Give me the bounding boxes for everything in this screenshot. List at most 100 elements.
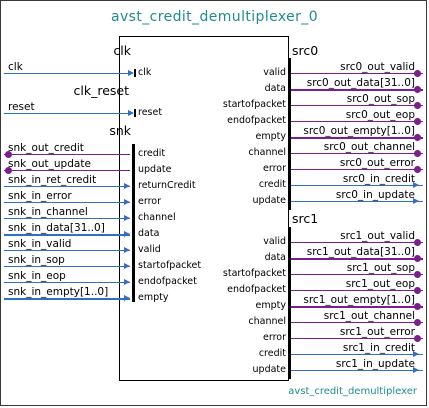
- interface-bus-src0: [288, 58, 291, 210]
- src1-pin-error: error: [263, 332, 286, 343]
- output-dot-icon: [414, 255, 421, 262]
- src1-wire-valid: [291, 242, 423, 243]
- src1-wire-endofpacket: [291, 290, 423, 291]
- arrow-icon: [124, 215, 130, 221]
- src1-wire-error: [291, 338, 423, 339]
- pin-returnCredit: returnCredit: [138, 180, 196, 191]
- src1-pin-empty: empty: [255, 300, 286, 311]
- pin-startofpacket: startofpacket: [138, 260, 202, 271]
- src1-ext-endofpacket: src1_out_eop: [345, 278, 415, 290]
- arrow-icon: [124, 183, 130, 189]
- wire-credit: [4, 154, 130, 155]
- src0-wire-empty: [291, 137, 423, 139]
- port-ext-error: snk_in_error: [8, 190, 72, 202]
- arrow-icon: [413, 351, 419, 357]
- src0-ext-empty: src0_out_empty[1..0]: [303, 125, 415, 137]
- port-ext-reset: reset: [8, 101, 35, 113]
- port-ext-empty: snk_in_empty[1..0]: [8, 286, 109, 298]
- pin-update: update: [138, 164, 172, 175]
- component-instance-title: avst_credit_demultiplexer_0: [110, 9, 319, 25]
- src0-ext-startofpacket: src0_out_sop: [346, 93, 415, 105]
- src1-pin-startofpacket: startofpacket: [222, 268, 286, 279]
- output-dot-icon: [414, 134, 421, 141]
- port-ext-returnCredit: snk_in_ret_credit: [8, 174, 97, 186]
- wire-data: [4, 234, 130, 236]
- src1-wire-startofpacket: [291, 274, 423, 275]
- pin-error: error: [138, 196, 161, 207]
- interface-label-src0: src0: [292, 43, 319, 58]
- src0-ext-endofpacket: src0_out_eop: [345, 109, 415, 121]
- wire-empty: [4, 298, 130, 300]
- arrow-icon: [413, 182, 419, 188]
- wire-valid: [4, 250, 130, 251]
- src0-pin-credit: credit: [258, 179, 286, 190]
- src0-ext-channel: src0_out_channel: [323, 141, 415, 153]
- port-ext-data: snk_in_data[31..0]: [8, 222, 105, 234]
- src0-pin-startofpacket: startofpacket: [222, 99, 286, 110]
- output-dot-icon: [414, 102, 421, 109]
- src1-ext-channel: src1_out_channel: [323, 310, 415, 322]
- pin-data: data: [138, 228, 160, 239]
- src1-ext-valid: src1_out_valid: [340, 230, 415, 242]
- src1-pin-credit: credit: [258, 348, 286, 359]
- arrow-icon: [413, 198, 419, 204]
- pin-empty: empty: [138, 292, 169, 303]
- output-dot-icon: [414, 239, 421, 246]
- src0-wire-startofpacket: [291, 105, 423, 106]
- src1-ext-empty: src1_out_empty[1..0]: [303, 294, 415, 306]
- wire-clk: [4, 73, 130, 74]
- src0-wire-credit: [291, 185, 423, 186]
- src0-wire-update: [291, 201, 423, 202]
- src1-wire-data: [291, 258, 423, 260]
- src0-ext-credit: src0_in_credit: [342, 173, 415, 185]
- src0-wire-endofpacket: [291, 121, 423, 122]
- arrow-icon: [124, 295, 130, 301]
- interface-label-clk-reset: clk_reset: [73, 83, 130, 98]
- src0-pin-data: data: [264, 83, 286, 94]
- src1-wire-update: [291, 370, 423, 371]
- wire-channel: [4, 218, 130, 219]
- pin-valid: valid: [138, 244, 161, 255]
- port-ext-startofpacket: snk_in_sop: [8, 254, 65, 266]
- pin-clk: clk: [138, 67, 152, 78]
- port-ext-update: snk_out_update: [8, 158, 91, 170]
- src1-ext-credit: src1_in_credit: [342, 342, 415, 354]
- pin-channel: channel: [138, 212, 176, 223]
- interface-label-snk: snk: [109, 123, 131, 138]
- port-ext-clk: clk: [8, 61, 23, 73]
- arrow-icon: [124, 231, 130, 237]
- src1-pin-channel: channel: [248, 316, 286, 327]
- src0-pin-endofpacket: endofpacket: [227, 115, 286, 126]
- src1-pin-data: data: [264, 252, 286, 263]
- src0-pin-valid: valid: [263, 67, 286, 78]
- output-dot-icon: [414, 166, 421, 173]
- src1-ext-startofpacket: src1_out_sop: [346, 262, 415, 274]
- pin-reset: reset: [138, 107, 163, 118]
- src1-wire-empty: [291, 306, 423, 308]
- src0-wire-error: [291, 169, 423, 170]
- port-ext-channel: snk_in_channel: [8, 206, 88, 218]
- output-dot-icon: [414, 287, 421, 294]
- arrow-icon: [128, 70, 134, 76]
- output-dot-icon: [414, 118, 421, 125]
- interface-label-clk: clk: [113, 43, 131, 58]
- output-dot-icon: [414, 70, 421, 77]
- component-block[interactable]: [119, 36, 289, 381]
- src1-ext-update: src1_in_update: [335, 358, 415, 370]
- wire-error: [4, 202, 130, 203]
- src0-pin-channel: channel: [248, 147, 286, 158]
- output-dot-icon: [414, 335, 421, 342]
- src0-ext-update: src0_in_update: [335, 189, 415, 201]
- pin-endofpacket: endofpacket: [138, 276, 197, 287]
- output-dot-icon: [414, 271, 421, 278]
- arrow-icon: [124, 279, 130, 285]
- src0-pin-empty: empty: [255, 131, 286, 142]
- interface-bus-src1: [288, 227, 291, 379]
- src0-pin-update: update: [252, 195, 286, 206]
- interface-bus-snk: [132, 144, 135, 302]
- src0-wire-channel: [291, 153, 423, 154]
- port-ext-valid: snk_in_valid: [8, 238, 72, 250]
- pin-credit: credit: [138, 148, 166, 159]
- src1-ext-data: src1_out_data[31..0]: [306, 246, 415, 258]
- arrow-icon: [413, 367, 419, 373]
